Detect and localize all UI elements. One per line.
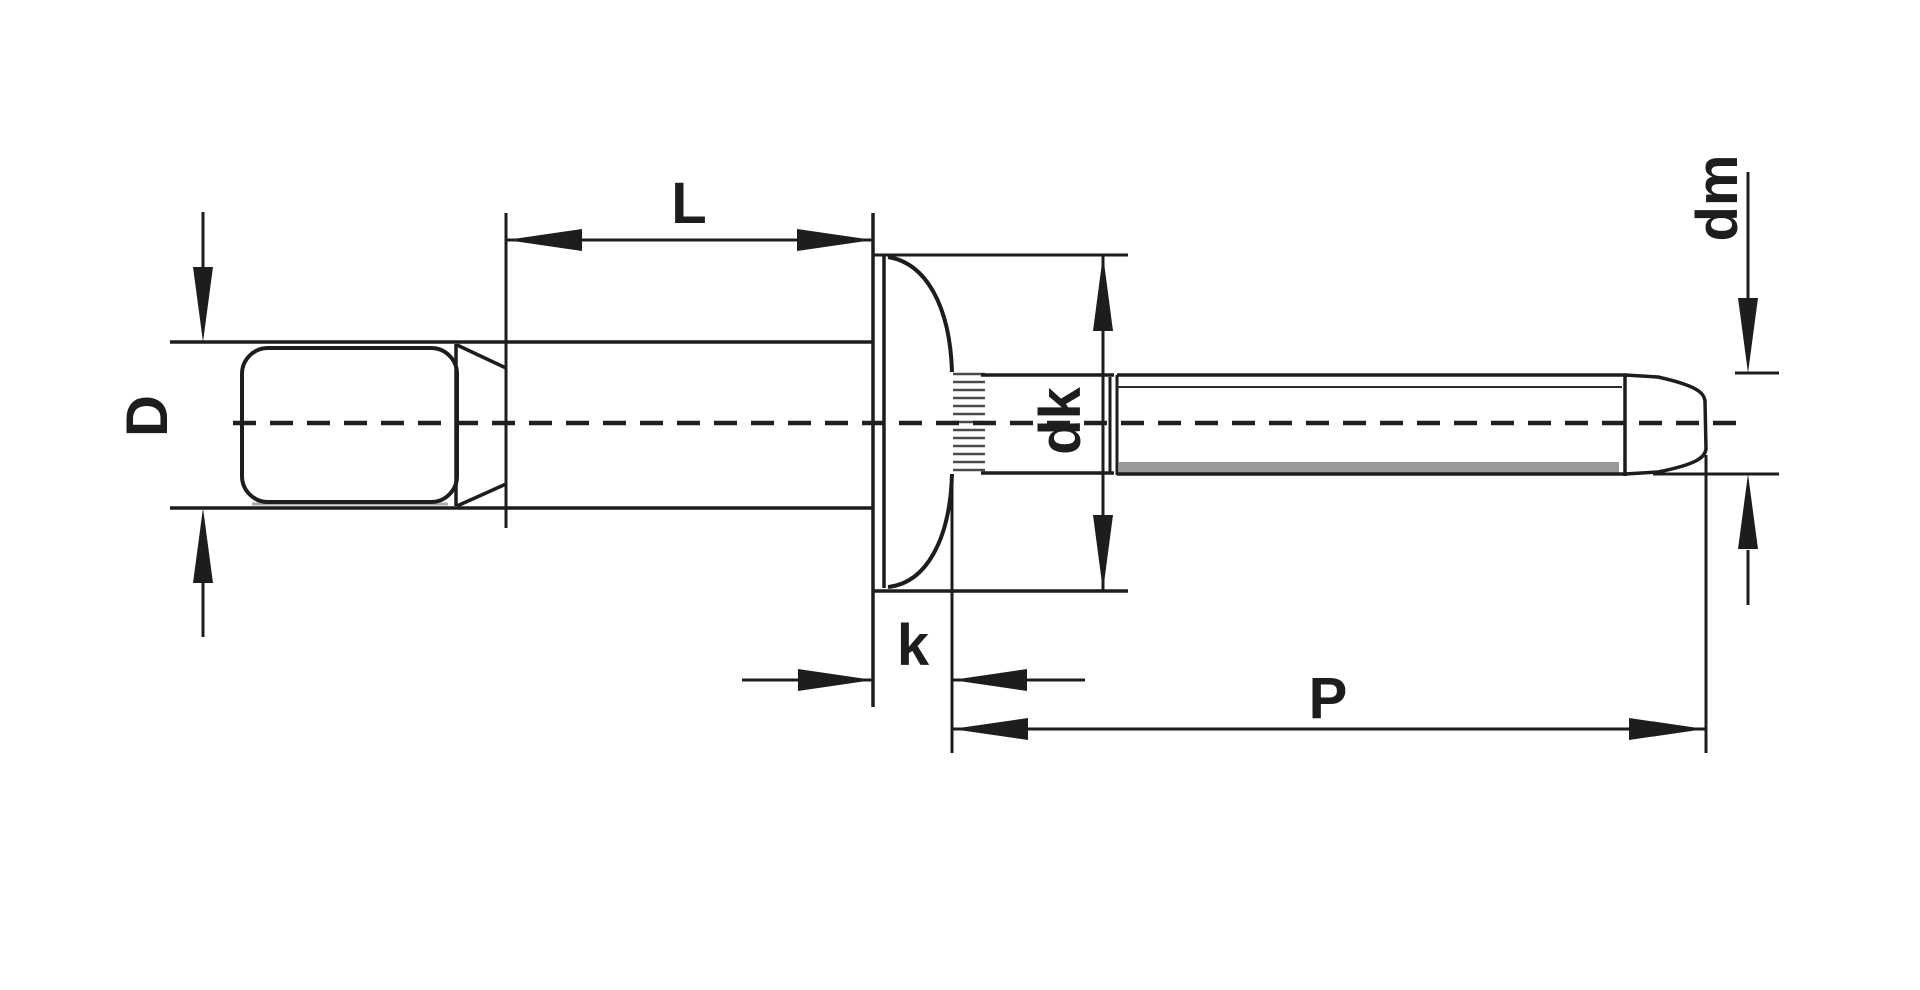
- dimension-body-length: L: [506, 171, 873, 251]
- rivet-body-outline: [170, 213, 873, 528]
- label-mandrel-protrusion: P: [1309, 666, 1348, 731]
- mandrel-tip: [1623, 373, 1708, 476]
- dimension-head-thickness: k: [742, 613, 1085, 691]
- label-body-length: L: [671, 171, 706, 236]
- dimension-body-diameter: D: [115, 212, 213, 637]
- label-head-diameter: dk: [1028, 386, 1093, 454]
- dimension-head-diameter: dk: [1028, 255, 1113, 591]
- dimension-mandrel-protrusion: P: [950, 455, 1708, 753]
- label-head-thickness: k: [897, 613, 930, 678]
- label-body-diameter: D: [115, 395, 180, 437]
- dimension-mandrel-diameter: dm: [1653, 155, 1779, 605]
- label-mandrel-diameter: dm: [1685, 155, 1750, 242]
- mandrel-stem: [1117, 373, 1627, 476]
- mandrel-neck: [981, 373, 1119, 475]
- mandrel-serration: [953, 372, 985, 472]
